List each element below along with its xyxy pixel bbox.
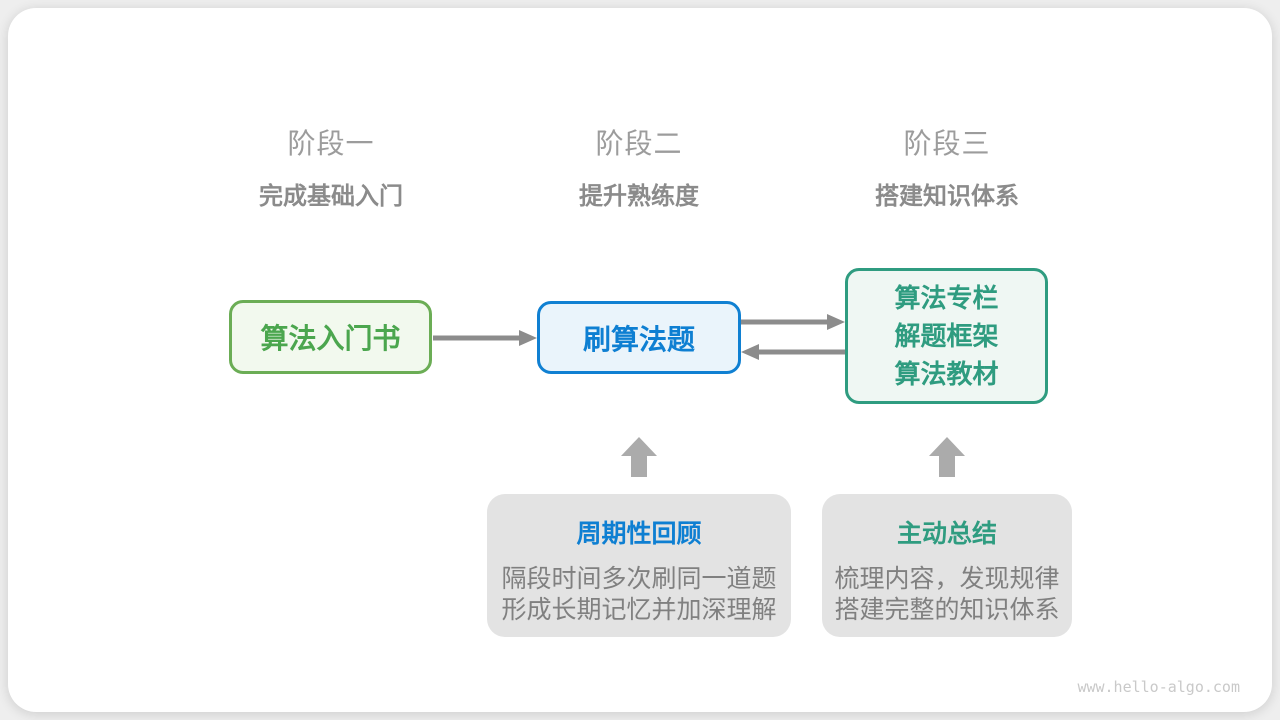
node-intro-book-label: 算法入门书 (260, 323, 401, 354)
watermark-url: www.hello-algo.com (1077, 678, 1240, 696)
note-active-summary: 主动总结 梳理内容，发现规律 搭建完整的知识体系 (822, 494, 1072, 637)
node-intro-book: 算法入门书 (229, 300, 432, 374)
block-arrow-up-icon (929, 437, 965, 477)
note-body-line: 搭建完整的知识体系 (834, 596, 1060, 624)
node-resource-column-label: 算法专栏 (894, 283, 999, 313)
node-resource-framework-label: 解题框架 (894, 321, 999, 351)
note-active-summary-body: 梳理内容，发现规律 搭建完整的知识体系 (822, 564, 1072, 626)
note-periodic-review-title: 周期性回顾 (576, 520, 702, 548)
stage-2-subtitle: 提升熟练度 (579, 183, 699, 210)
stage-3-label: 阶段三 (903, 128, 991, 159)
note-periodic-review: 周期性回顾 隔段时间多次刷同一道题 形成长期记忆并加深理解 (487, 494, 791, 637)
stage-1-label: 阶段一 (287, 128, 375, 159)
note-body-line: 隔段时间多次刷同一道题 (501, 565, 777, 593)
arrow-left-icon (741, 344, 845, 360)
block-arrow-up-icon (621, 437, 657, 477)
node-practice-problems: 刷算法题 (537, 301, 741, 374)
stage-3-subtitle: 搭建知识体系 (875, 183, 1019, 210)
note-periodic-review-body: 隔段时间多次刷同一道题 形成长期记忆并加深理解 (487, 564, 791, 626)
note-body-line: 形成长期记忆并加深理解 (501, 596, 777, 624)
node-resource-textbook-label: 算法教材 (894, 359, 999, 389)
stage-2-label: 阶段二 (595, 128, 683, 159)
note-body-line: 梳理内容，发现规律 (834, 565, 1060, 593)
stage-1-subtitle: 完成基础入门 (259, 183, 403, 210)
arrow-right-icon (433, 330, 537, 346)
arrow-right-icon (741, 314, 845, 330)
note-active-summary-title: 主动总结 (896, 520, 997, 548)
node-practice-problems-label: 刷算法题 (582, 323, 695, 355)
node-knowledge-resources: 算法专栏 解题框架 算法教材 (845, 268, 1048, 404)
